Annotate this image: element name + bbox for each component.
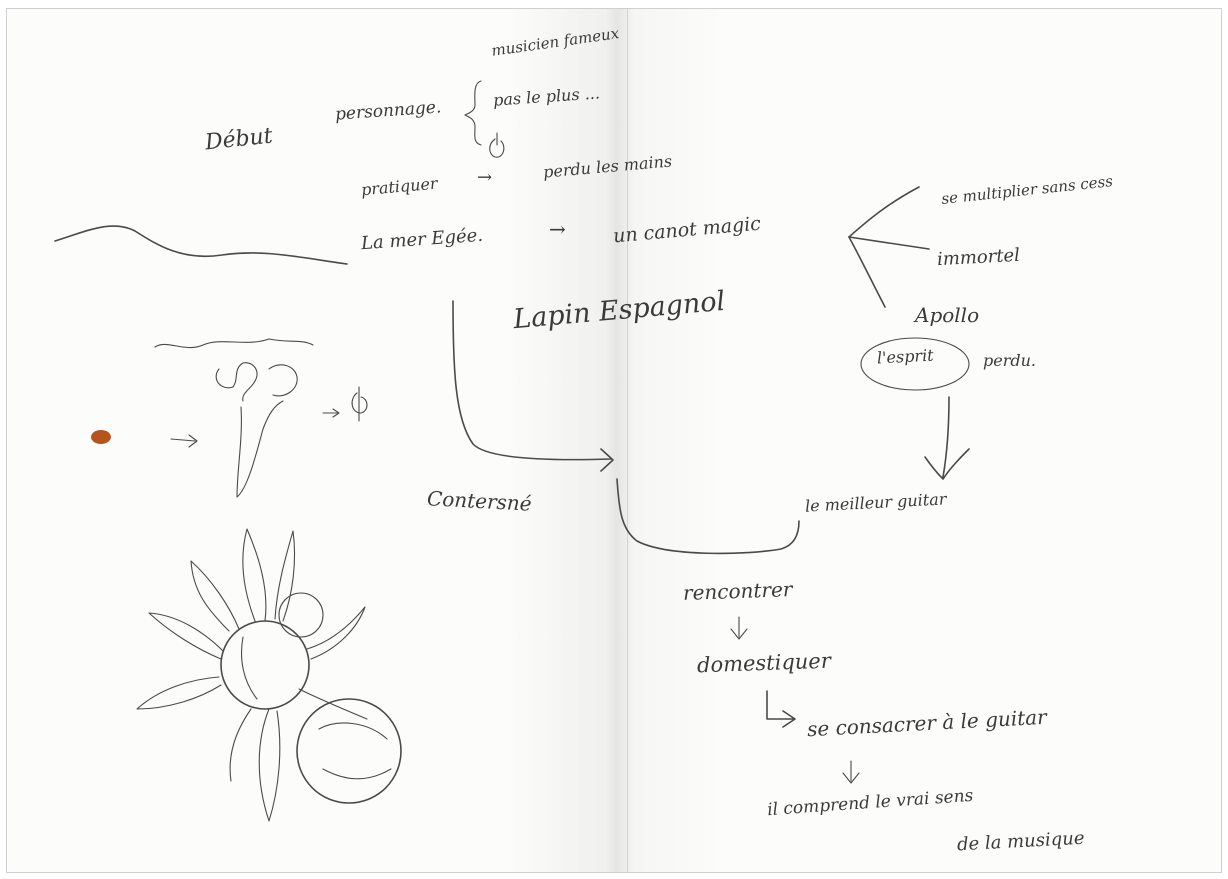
note-immortel: immortel bbox=[937, 247, 1021, 269]
hook-arrow bbox=[767, 691, 795, 727]
fruit-drawing bbox=[137, 529, 401, 821]
note-contersne: Contersné bbox=[427, 488, 533, 513]
u-curve bbox=[617, 479, 799, 553]
note-arrow2: → bbox=[549, 219, 566, 239]
note-rencontrer: rencontrer bbox=[683, 579, 793, 603]
note-apollo: Apollo bbox=[915, 305, 979, 325]
horizon-wave bbox=[55, 226, 347, 264]
note-perdu: perdu. bbox=[983, 353, 1036, 369]
branch-low bbox=[849, 237, 885, 307]
arrow-r-d bbox=[731, 617, 747, 639]
carrot-drawing bbox=[155, 339, 367, 497]
seed-dot bbox=[91, 430, 111, 444]
branch-mid bbox=[849, 237, 929, 249]
note-arrow1: → bbox=[477, 169, 492, 187]
branch-top bbox=[849, 187, 919, 237]
arrow-down bbox=[925, 397, 969, 479]
brace bbox=[465, 81, 481, 145]
note-domestiquer: domestiquer bbox=[697, 651, 831, 677]
sketch-drawings bbox=[7, 9, 1222, 873]
arrow-c-c bbox=[843, 761, 859, 783]
small-mark bbox=[490, 133, 504, 157]
sketch-sheet: Début personnage. musicien fameux pas le… bbox=[6, 8, 1222, 873]
note-esprit: l'esprit bbox=[877, 348, 934, 367]
